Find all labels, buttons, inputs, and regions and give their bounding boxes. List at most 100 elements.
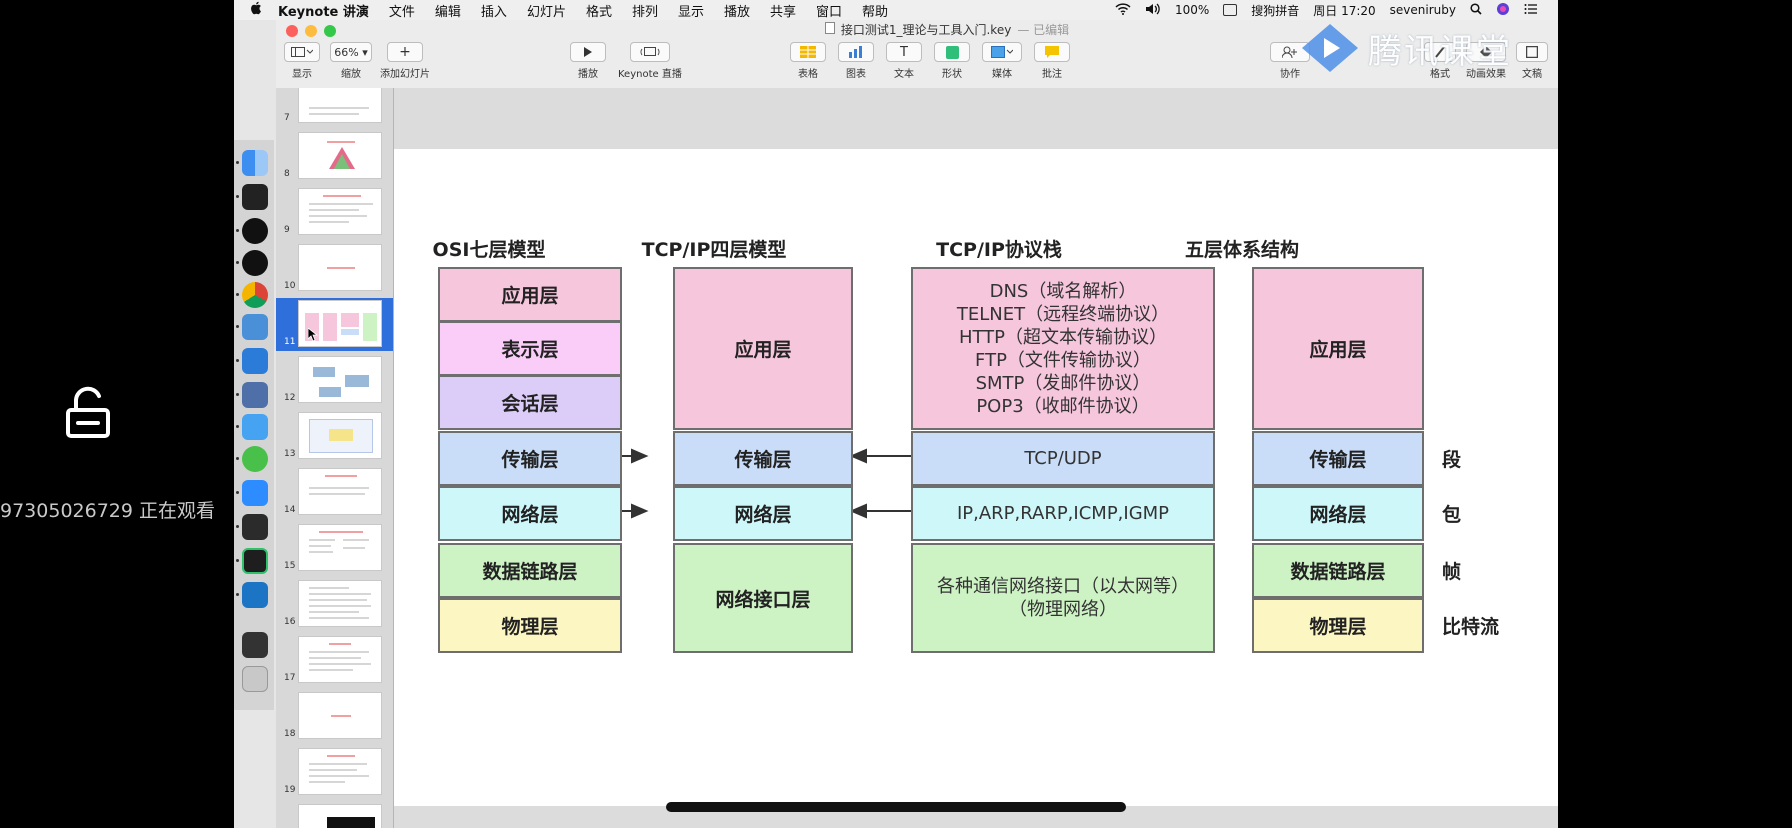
zoom-icon[interactable] [242,480,268,506]
table-control[interactable]: 表格 [790,42,826,80]
slide-thumbnail[interactable]: 15 [276,522,393,575]
menu-app-name[interactable]: Keynote 讲演 [278,4,369,20]
slide-thumbnail[interactable]: 10 [276,242,393,295]
screen-sharing-icon[interactable] [242,382,268,408]
menu-help[interactable]: 帮助 [862,4,889,20]
menu-view[interactable]: 显示 [677,4,704,20]
shape-button[interactable] [934,42,970,62]
slide-thumbnail[interactable]: 18 [276,690,393,743]
add-slide-button[interactable]: + [387,42,423,62]
home-indicator[interactable] [666,802,1126,812]
minimize-icon[interactable] [305,25,317,37]
pycharm-icon[interactable] [242,548,268,574]
wireshark-icon[interactable] [242,582,268,608]
media-button[interactable] [982,42,1022,62]
menu-play[interactable]: 播放 [724,4,751,20]
qq-alt-icon[interactable] [242,250,268,276]
notification-center-icon[interactable] [1524,3,1538,18]
activity-monitor-icon[interactable] [242,514,268,540]
slide-thumbnail[interactable]: 12 [276,354,393,407]
volume-icon[interactable] [1145,3,1161,18]
format-control[interactable]: 格式 [1424,42,1456,80]
animate-button[interactable] [1466,42,1506,62]
menu-arrange[interactable]: 排列 [631,4,658,20]
slide-thumbnail[interactable]: 7 [276,88,393,127]
play-control[interactable]: 播放 [570,42,606,80]
terminal-icon[interactable] [242,184,268,210]
battery-icon[interactable] [1223,4,1238,16]
slide-thumbnail[interactable]: 16 [276,578,393,631]
table-button[interactable] [790,42,826,62]
document-icon [824,21,835,37]
keynote-live-button[interactable] [629,42,670,62]
qq-icon[interactable] [242,218,268,244]
media-control[interactable]: 媒体 [982,42,1022,80]
vscode-icon[interactable] [242,348,268,374]
wifi-icon[interactable] [1115,2,1131,18]
slide-thumbnail[interactable]: 13 [276,410,393,463]
slide-thumbnail[interactable]: 17 [276,634,393,687]
menu-file[interactable]: 文件 [388,4,415,20]
trash-icon[interactable] [242,666,268,692]
slide-preview [298,244,382,291]
chart-button[interactable] [838,42,874,62]
keynote-live-control[interactable]: Keynote 直播 [618,42,682,80]
slide-number: 16 [284,617,296,627]
document-button[interactable] [1516,42,1548,62]
slide[interactable]: OSI七层模型 TCP/IP四层模型 TCP/IP协议栈 五层体系结构 应用层 … [394,149,1558,806]
slide-navigator[interactable]: 7 8 9 10 [276,88,394,828]
menu-clock[interactable]: 周日 17:20 [1313,3,1376,18]
menu-edit[interactable]: 编辑 [434,4,461,20]
slide-canvas[interactable]: OSI七层模型 TCP/IP四层模型 TCP/IP协议栈 五层体系结构 应用层 … [394,88,1558,828]
menu-user[interactable]: seveniruby [1389,3,1456,17]
document-control[interactable]: 文稿 [1516,42,1548,80]
zoom-window-icon[interactable] [324,25,336,37]
siri-icon[interactable] [1496,2,1510,19]
zoom-control[interactable]: 66% ▾ 缩放 [330,42,372,80]
tencent-class-icon[interactable] [242,414,268,440]
view-button[interactable] [284,42,320,62]
menu-share[interactable]: 共享 [770,4,797,20]
shape-control[interactable]: 形状 [934,42,970,80]
wechat-icon[interactable] [242,446,268,472]
search-icon[interactable] [1470,2,1482,18]
slide-thumbnail[interactable]: 19 [276,746,393,799]
slide-thumbnail[interactable]: 14 [276,466,393,519]
menu-format[interactable]: 格式 [585,4,612,20]
finder-icon[interactable] [242,150,268,176]
slide-thumbnail-selected[interactable]: 11 [276,298,393,351]
osi-physical-layer: 物理层 [438,598,622,653]
slide-number: 14 [284,505,296,515]
text-button[interactable]: T [886,42,922,62]
animate-control[interactable]: 动画效果 [1466,42,1506,80]
chart-control[interactable]: 图表 [838,42,874,80]
menu-window[interactable]: 窗口 [816,4,843,20]
protocol-ftp: FTP（文件传输协议） [975,349,1151,371]
comment-button[interactable] [1034,42,1070,62]
play-button[interactable] [570,42,606,62]
slide-preview [298,412,382,459]
view-control[interactable]: 显示 [284,42,320,80]
apk-icon[interactable] [242,632,268,658]
close-icon[interactable] [286,25,298,37]
chrome-icon[interactable] [242,282,268,308]
slide-number: 11 [284,337,296,347]
five-physical-layer: 物理层 [1252,598,1424,653]
slide-thumbnail[interactable]: 8 [276,130,393,183]
comment-control[interactable]: 批注 [1034,42,1070,80]
slide-preview [298,636,382,683]
add-slide-control[interactable]: + 添加幻灯片 [380,42,430,80]
five-layer-header: 五层体系结构 [1184,239,1299,261]
input-method[interactable]: 搜狗拼音 [1251,3,1300,18]
apple-icon[interactable] [248,1,264,19]
zoom-select[interactable]: 66% ▾ [330,42,372,62]
menu-slide[interactable]: 幻灯片 [526,4,566,20]
slide-thumbnail[interactable] [276,802,393,828]
keynote-icon[interactable] [242,314,268,340]
slide-thumbnail[interactable]: 9 [276,186,393,239]
text-control[interactable]: T 文本 [886,42,922,80]
menu-insert[interactable]: 插入 [480,4,507,20]
format-button[interactable] [1424,42,1456,62]
unlock-icon[interactable] [64,386,112,438]
